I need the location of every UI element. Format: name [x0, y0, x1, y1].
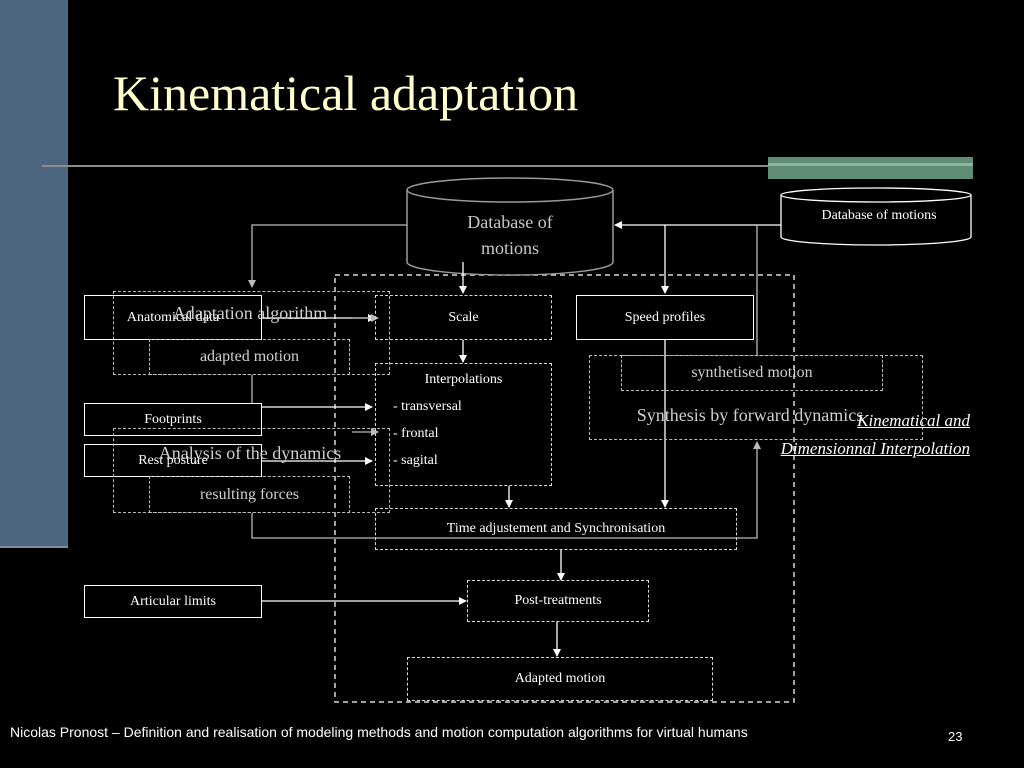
post-treatments-label: Post-treatments — [514, 593, 602, 608]
adapted-motion-box: Adapted motion — [407, 657, 713, 701]
rest-posture-label: Rest posture — [138, 452, 208, 468]
scale-box: Scale — [375, 295, 552, 340]
database-small-label: Database of motions — [821, 208, 937, 223]
time-adjustment-box: Time adjustement and Synchronisation — [375, 508, 737, 550]
articular-limits-box: Articular limits — [84, 585, 262, 618]
adapted-motion-overlay: adapted motion — [149, 339, 350, 375]
title-rule-accent-stripe — [768, 163, 973, 166]
analysis-label: Analysis of the dynamics — [158, 442, 342, 463]
outer-dashed-frame — [334, 274, 795, 703]
speed-profiles-label: Speed profiles — [624, 309, 706, 325]
resulting-forces-label: resulting forces — [199, 485, 300, 503]
slide-footer: Nicolas Pronost – Definition and realisa… — [10, 724, 748, 740]
synthesis-label: Synthesis by forward dynamics — [636, 404, 864, 425]
wire-analysis-loop — [251, 441, 761, 539]
interp-item-transversal: - transversal — [393, 399, 462, 414]
interpolations-box: Interpolations — [375, 363, 552, 486]
title-rule — [42, 165, 972, 167]
database-cylinder-small — [780, 187, 972, 246]
title-rule-accent — [768, 157, 973, 179]
database-cylinder-label: Database of motions — [467, 212, 553, 258]
wire-db-to-adaptation — [248, 224, 407, 288]
interpolations-list: - transversal - frontal - sagital — [393, 393, 462, 474]
time-adjustment-label: Time adjustement and Synchronisation — [446, 521, 666, 536]
adaptation-algorithm-label: Adaptation algorithm — [172, 302, 328, 323]
database-cylinder — [406, 177, 614, 276]
articular-limits-label: Articular limits — [130, 593, 216, 609]
adapted-motion-overlay-label: adapted motion — [199, 348, 300, 365]
side-note: Kinematical and Dimensionnal Interpolati… — [780, 411, 970, 458]
interp-item-frontal: - frontal — [393, 426, 439, 441]
post-treatments-box: Post-treatments — [467, 580, 649, 622]
adapted-motion-label: Adapted motion — [514, 671, 606, 686]
synthetised-motion-overlay: synthetised motion — [621, 355, 883, 391]
interpolations-label: Interpolations — [424, 372, 503, 387]
synthetised-motion-label: synthetised motion — [691, 364, 813, 381]
scale-label: Scale — [448, 309, 479, 325]
page-number: 23 — [948, 729, 963, 744]
slide-title: Kinematical adaptation — [113, 65, 579, 121]
left-accent-band — [0, 0, 68, 548]
left-accent-band-edge — [0, 546, 68, 548]
resulting-forces-overlay: resulting forces — [149, 476, 350, 513]
footprints-label: Footprints — [144, 411, 202, 427]
interp-item-sagital: - sagital — [393, 453, 438, 468]
anatomical-data-label: Anatomical data — [126, 309, 220, 325]
speed-profiles-box: Speed profiles — [576, 295, 754, 340]
